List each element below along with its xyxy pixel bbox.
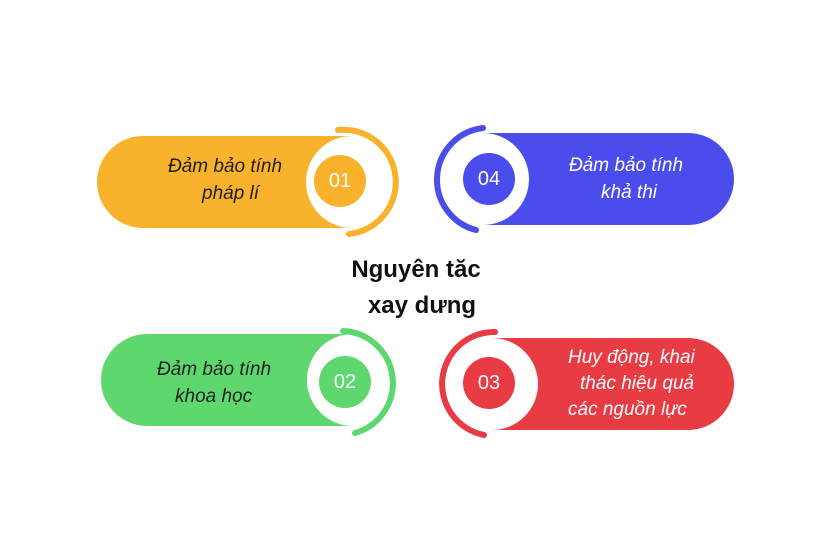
item-03-label-line-3: các nguồn lực [568,399,687,420]
item-01-number: 01 [328,170,352,192]
item-04-pill [483,133,734,225]
item-03-arc [439,328,498,438]
item-02 [101,328,396,436]
center-title-line-2: xay dưng [367,292,477,319]
item-02-pill [101,334,353,426]
item-01-pill [97,136,352,228]
item-04-number: 04 [477,168,501,190]
item-01-label-line-2: pháp lí [202,183,260,204]
item-01-circle [314,155,366,207]
item-02-circle [319,356,371,408]
item-02-label-line-2: khoa học [175,386,253,407]
item-03-circle [463,357,515,409]
item-02-arc [340,328,396,436]
item-04-label-line-2: khả thi [601,182,657,203]
item-03-number: 03 [477,372,501,394]
item-03-label-line-1: Huy động, khai [568,347,695,368]
item-02-number: 02 [333,371,357,393]
center-title-line-1: Nguyên tăc [351,256,481,283]
item-04-circle [463,153,515,205]
item-01 [97,126,399,237]
item-03-label: Huy động, khai thác hiệu quả các nguồn l… [568,345,695,423]
item-04 [434,125,734,233]
item-04-arc [434,125,486,233]
item-03-pill [492,338,734,430]
item-02-label: Đảm bảo tính khoa học [157,356,271,410]
item-03 [439,328,734,438]
item-01-label-line-1: Đảm bảo tính [168,156,283,177]
item-04-label-line-1: Đảm bảo tính [569,155,684,176]
item-03-label-line-2: thác hiệu quả [580,373,695,394]
item-04-label: Đảm bảo tính khả thi [569,152,683,206]
center-title: Nguyên tăc xay dưng [330,252,502,324]
item-01-arc [335,126,399,237]
item-01-label: Đảm bảo tính pháp lí [168,153,282,207]
item-02-label-line-1: Đảm bảo tính [157,359,272,380]
